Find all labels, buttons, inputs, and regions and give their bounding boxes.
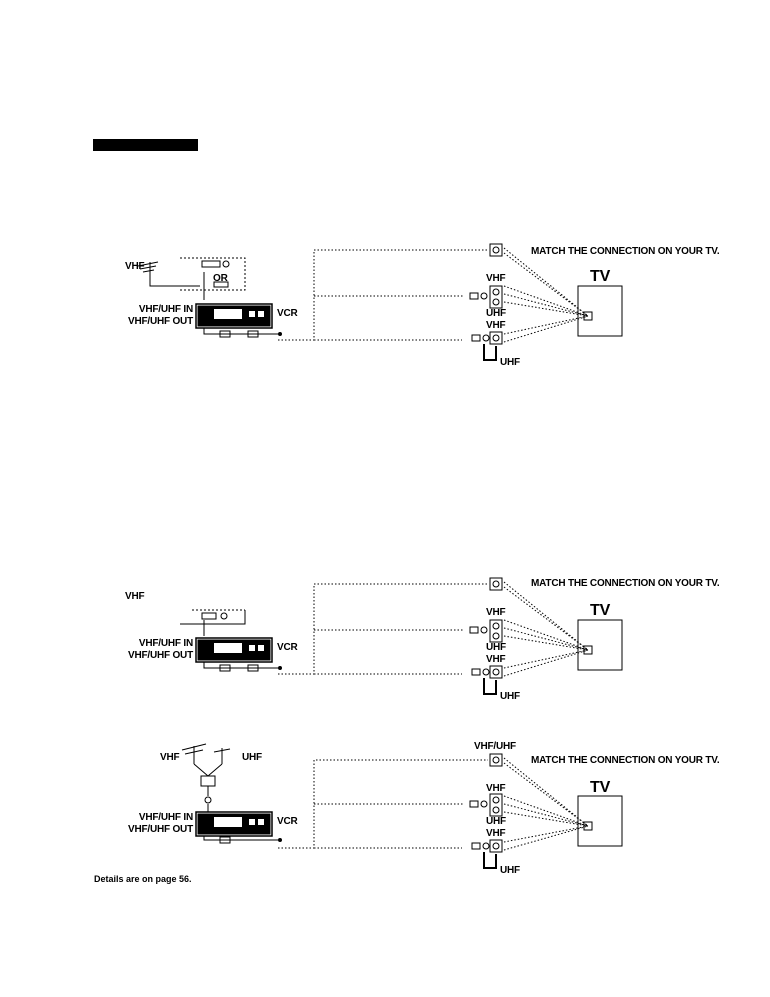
vcr-label: VCR [277, 642, 298, 653]
diagram-antenna-or-cable: VHF OR VHF/UHF IN VHF/UHF OUT VCR MATCH … [0, 236, 770, 376]
tv-vhf-label-2: VHF [486, 828, 505, 839]
tv-uhf-label-1: UHF [486, 816, 506, 827]
section-header-bar [93, 139, 198, 151]
diagram-cable: VHF VHF/UHF IN VHF/UHF OUT VCR MATCH THE… [0, 572, 770, 712]
vcr-icon [196, 812, 272, 836]
tv-uhf-label-2: UHF [500, 691, 520, 702]
tv-uhf-label-2: UHF [500, 865, 520, 876]
tv-vhf-label-2: VHF [486, 654, 505, 665]
tv-label: TV [590, 603, 610, 619]
vcr-out-label: VHF/UHF OUT [128, 316, 193, 327]
vcr-icon [196, 638, 272, 662]
vhf-label: VHF [125, 261, 144, 272]
tv-vhf-label-1: VHF [486, 783, 505, 794]
combiner-icon [201, 776, 215, 786]
vcr-icon [196, 304, 272, 328]
tv-icon [578, 286, 622, 336]
match-connection-note: MATCH THE CONNECTION ON YOUR TV. [531, 246, 719, 257]
tv-uhf-label-1: UHF [486, 308, 506, 319]
details-footnote: Details are on page 56. [94, 874, 192, 884]
wiring-diagram-2 [0, 572, 770, 712]
diagram-separate-antennas: VHF UHF VHF/UHF IN VHF/UHF OUT VCR VHF/U… [0, 740, 770, 885]
vhf-antenna-label: VHF [160, 752, 179, 763]
tv-uhf-label-1: UHF [486, 642, 506, 653]
tv-vhf-label-2: VHF [486, 320, 505, 331]
uhf-antenna-label: UHF [242, 752, 262, 763]
tv-label: TV [590, 269, 610, 285]
vcr-out-label: VHF/UHF OUT [128, 650, 193, 661]
vhf-antenna-icon [182, 744, 206, 764]
tv-vhf-label-1: VHF [486, 607, 505, 618]
vcr-out-label: VHF/UHF OUT [128, 824, 193, 835]
uhf-antenna-icon [214, 748, 230, 764]
vcr-label: VCR [277, 308, 298, 319]
match-connection-note: MATCH THE CONNECTION ON YOUR TV. [531, 755, 719, 766]
tv-uhf-label-2: UHF [500, 357, 520, 368]
vcr-label: VCR [277, 816, 298, 827]
tv-vhf-label-1: VHF [486, 273, 505, 284]
match-connection-note: MATCH THE CONNECTION ON YOUR TV. [531, 578, 719, 589]
vcr-in-label: VHF/UHF IN [139, 304, 193, 315]
wiring-diagram-1 [0, 236, 770, 376]
tv-icon [578, 620, 622, 670]
tv-label: TV [590, 780, 610, 796]
or-label: OR [213, 273, 228, 284]
vcr-in-label: VHF/UHF IN [139, 638, 193, 649]
tv-vhf-uhf-label: VHF/UHF [474, 741, 516, 752]
tv-icon [578, 796, 622, 846]
vcr-in-label: VHF/UHF IN [139, 812, 193, 823]
vhf-label: VHF [125, 591, 144, 602]
